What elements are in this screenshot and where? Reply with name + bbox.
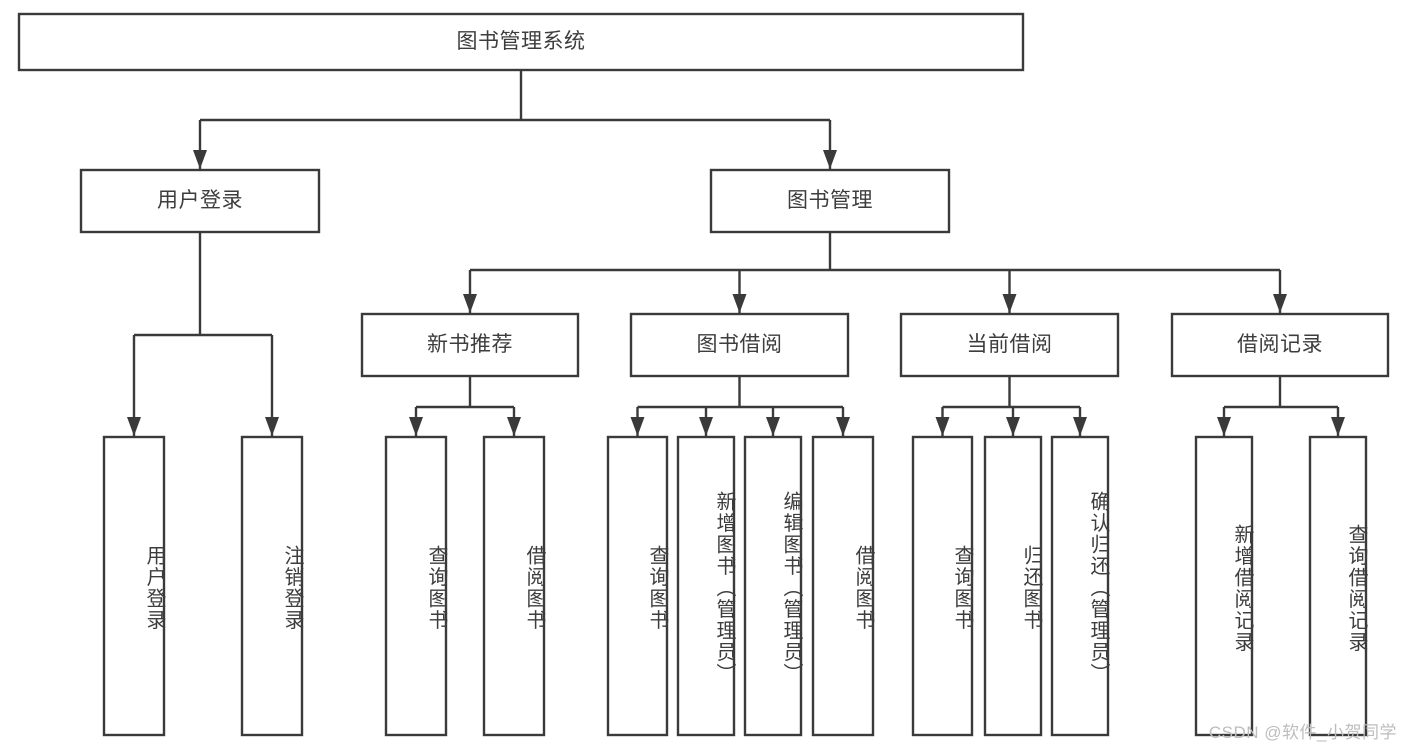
node-box-borrow-record (1170, 312, 1390, 378)
node-box-leaf-edit-book (743, 435, 803, 737)
node-box-book-management (709, 168, 951, 234)
node-box-leaf-borrow-book (811, 435, 875, 737)
node-box-new-book-recommend (360, 312, 580, 378)
arrow-head-icon-current-borrow (1002, 294, 1017, 313)
node-box-leaf-borrow-book-rec (482, 435, 546, 737)
node-box-leaf-query-book-borrow (606, 435, 669, 737)
arrow-head-icon-user-login (193, 150, 207, 169)
node-box-leaf-add-borrow-record (1194, 435, 1254, 737)
edge-group (127, 70, 1345, 436)
node-box-group (17, 12, 1390, 737)
node-box-leaf-add-book (676, 435, 736, 737)
arrow-head-icon-book-management (823, 150, 837, 169)
arrow-head-icon-leaf-add-book (699, 417, 713, 436)
arrow-head-icon-leaf-confirm-return (1073, 417, 1087, 436)
node-box-current-borrow (899, 312, 1120, 378)
node-box-book-borrow (629, 312, 850, 378)
arrow-head-icon-leaf-logout (265, 417, 279, 436)
node-box-leaf-logout (240, 435, 304, 737)
arrow-head-icon-leaf-edit-book (766, 417, 780, 436)
arrow-head-icon-leaf-add-borrow-record (1217, 417, 1231, 436)
arrow-head-icon-new-book-recommend (463, 294, 477, 313)
watermark-text: CSDN @软件_小贺同学 (1208, 723, 1397, 742)
arrow-head-icon-borrow-record (1273, 294, 1287, 313)
arrow-head-icon-leaf-borrow-book-rec (507, 417, 521, 436)
node-box-leaf-query-book-rec (384, 435, 448, 737)
arrow-head-icon-leaf-query-book-current (935, 417, 950, 436)
node-box-leaf-confirm-return (1050, 435, 1110, 737)
node-box-root (17, 12, 1025, 72)
arrow-head-icon-book-borrow (732, 294, 747, 313)
node-box-leaf-user-login (102, 435, 166, 737)
arrow-head-icon-leaf-return-book (1006, 417, 1020, 436)
arrow-head-icon-leaf-query-book-rec (409, 417, 423, 436)
arrow-head-icon-leaf-borrow-book (836, 417, 850, 436)
node-box-leaf-query-book-current (911, 435, 974, 737)
node-box-leaf-return-book (983, 435, 1043, 737)
node-box-user-login (79, 168, 321, 234)
arrow-head-icon-leaf-query-borrow-record (1331, 417, 1345, 436)
arrow-head-icon-leaf-user-login (127, 417, 141, 436)
node-box-leaf-query-borrow-record (1308, 435, 1368, 737)
arrow-head-icon-leaf-query-book-borrow (630, 417, 645, 436)
